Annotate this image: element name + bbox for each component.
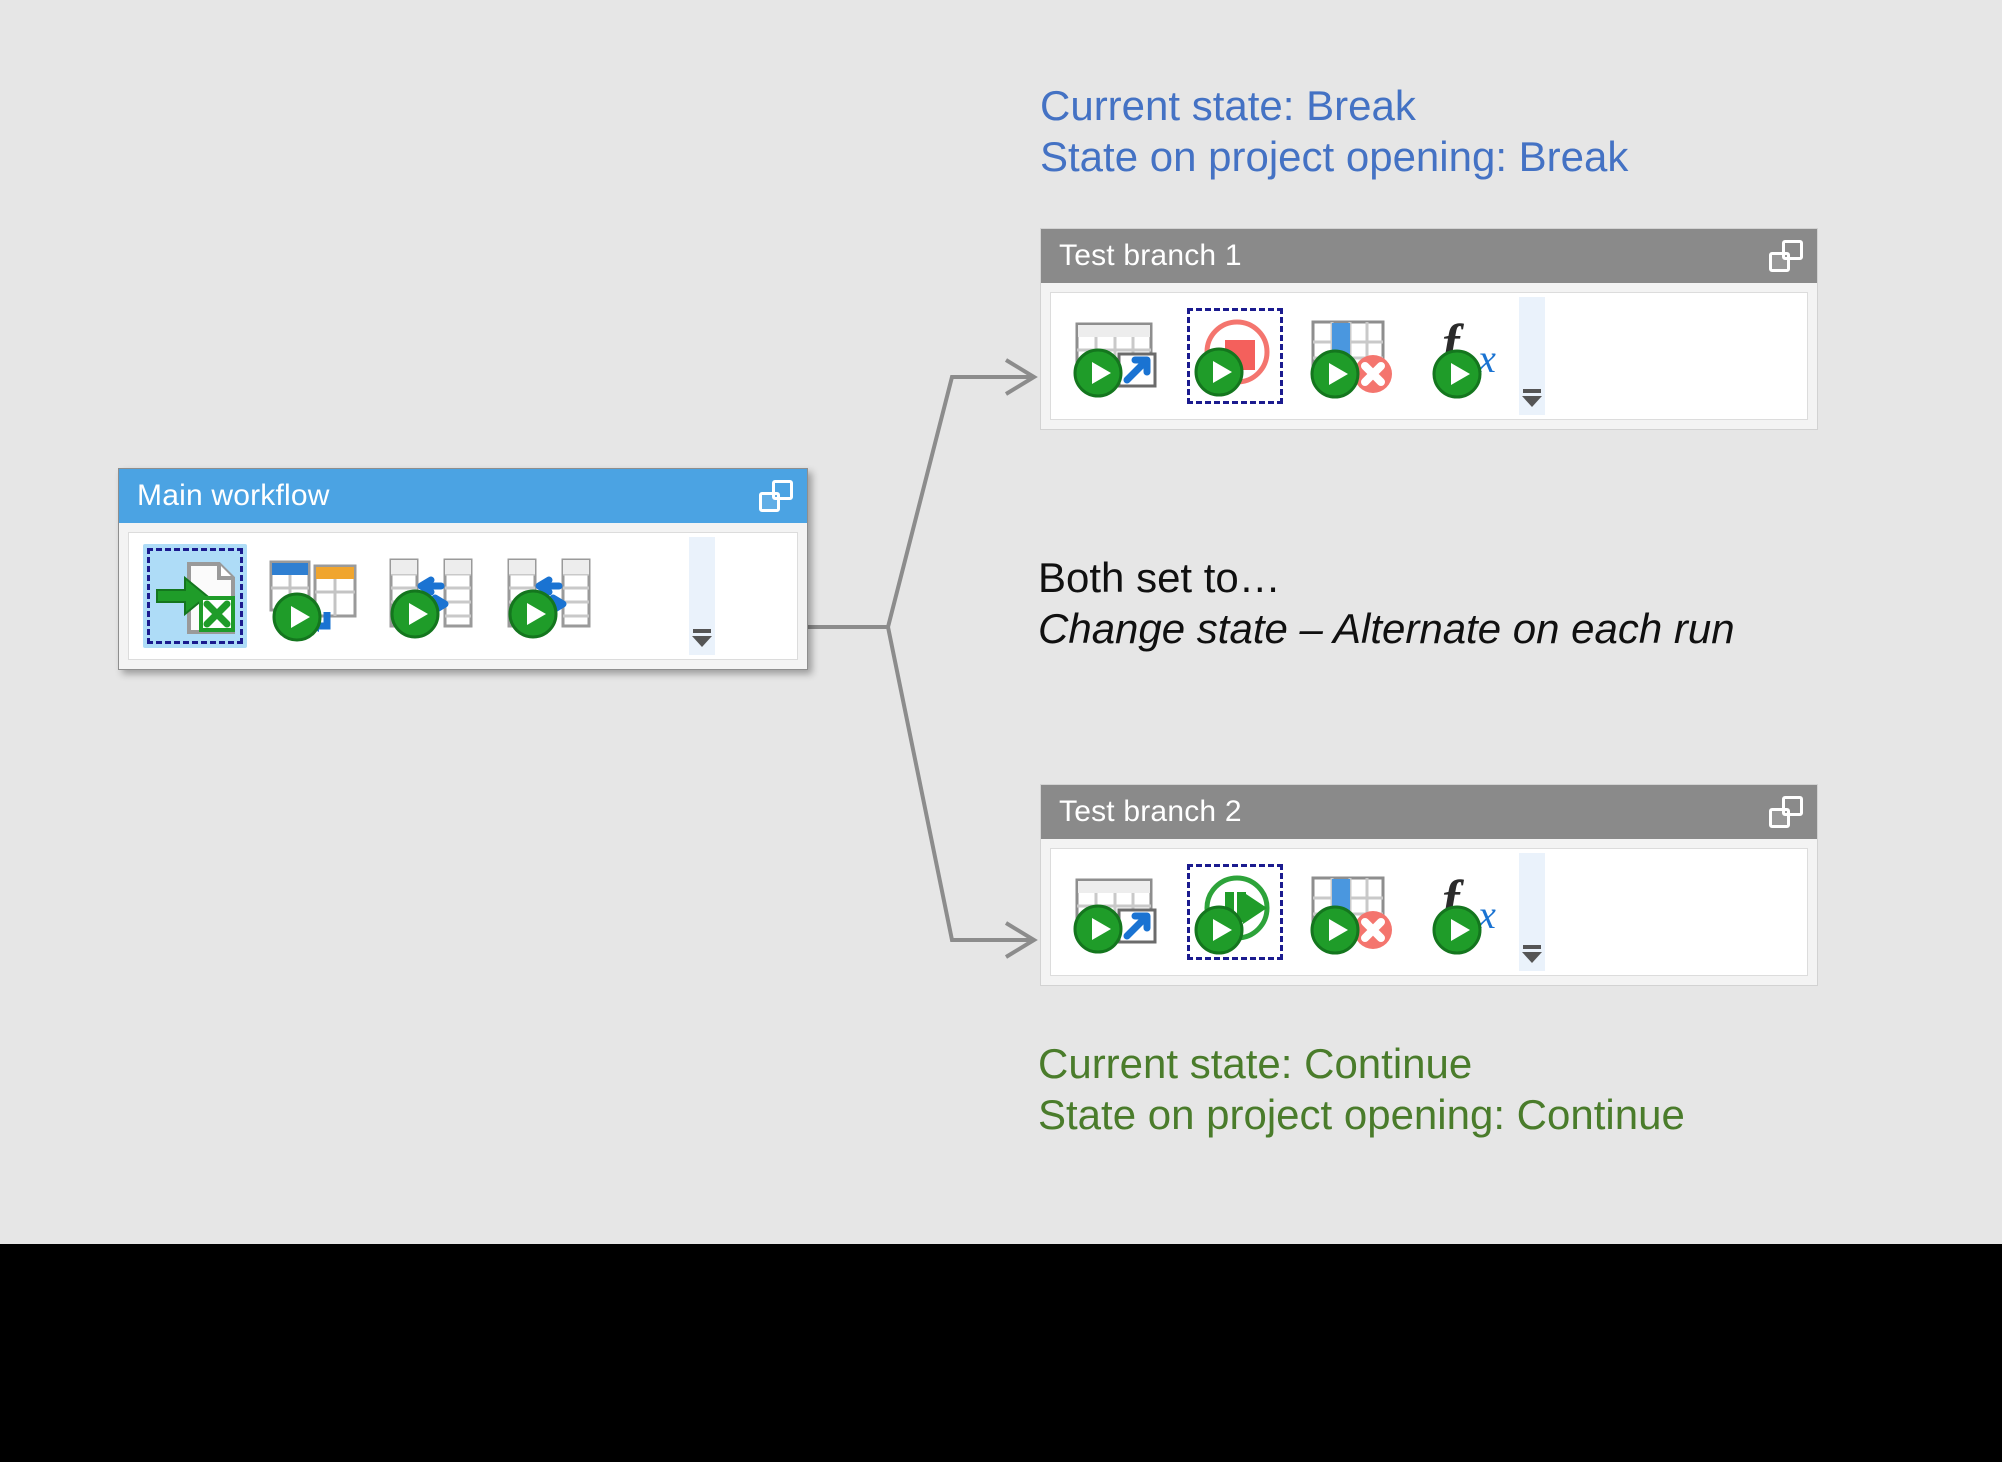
import-excel-file-icon[interactable]	[143, 544, 247, 648]
toolstrip-divider	[1519, 297, 1545, 415]
main-workflow-title: Main workflow	[137, 479, 330, 512]
panel-test-branch-1[interactable]: Test branch 1	[1040, 228, 1818, 430]
change-state-alternate-text: Change state – Alternate on each run	[1038, 605, 1735, 653]
slide-surface: Current state: Break State on project op…	[0, 0, 2002, 1244]
arrowhead-upper	[1004, 358, 1038, 396]
annotation-both-set-to: Both set to… Change state – Alternate on…	[1038, 552, 1735, 654]
toolstrip-divider	[1519, 853, 1545, 971]
overflow-chevron-icon[interactable]	[691, 629, 713, 647]
main-workflow-titlebar[interactable]: Main workflow	[119, 469, 807, 523]
panel-main-workflow[interactable]: Main workflow	[118, 468, 808, 670]
move-column-icon-1[interactable]	[379, 544, 483, 648]
test-branch-1-titlebar[interactable]: Test branch 1	[1041, 229, 1817, 283]
test-branch-2-toolstrip: f x	[1050, 848, 1808, 976]
annotation-continue-state: Current state: Continue State on project…	[1038, 1038, 1685, 1140]
both-set-to-text: Both set to…	[1038, 554, 1281, 601]
continue-opening-state-text: State on project opening: Continue	[1038, 1091, 1685, 1139]
test-branch-1-body: f x	[1041, 283, 1817, 429]
test-branch-1-toolstrip: f x	[1050, 292, 1808, 420]
overflow-chevron-icon[interactable]	[1521, 945, 1543, 963]
restore-window-icon[interactable]	[1769, 240, 1803, 272]
arrowhead-lower	[1004, 921, 1038, 959]
break-opening-state-text: State on project opening: Break	[1040, 133, 1629, 181]
change-state-continue-icon[interactable]	[1183, 860, 1287, 964]
delete-column-icon[interactable]	[1301, 860, 1405, 964]
merge-tables-icon[interactable]	[261, 544, 365, 648]
test-branch-2-body: f x	[1041, 839, 1817, 985]
svg-text:x: x	[1477, 336, 1496, 381]
formula-fx-icon[interactable]: f x	[1419, 860, 1523, 964]
svg-text:x: x	[1477, 892, 1496, 937]
export-table-icon[interactable]	[1065, 860, 1169, 964]
break-current-state-text: Current state: Break	[1040, 82, 1416, 129]
restore-window-icon[interactable]	[1769, 796, 1803, 828]
panel-test-branch-2[interactable]: Test branch 2	[1040, 784, 1818, 986]
annotation-break-state: Current state: Break State on project op…	[1040, 80, 1628, 182]
test-branch-2-titlebar[interactable]: Test branch 2	[1041, 785, 1817, 839]
restore-window-icon[interactable]	[759, 480, 793, 512]
formula-fx-icon[interactable]: f x	[1419, 304, 1523, 408]
continue-current-state-text: Current state: Continue	[1038, 1040, 1473, 1087]
export-table-icon[interactable]	[1065, 304, 1169, 408]
main-workflow-body	[119, 523, 807, 669]
main-workflow-toolstrip	[128, 532, 798, 660]
test-branch-2-title: Test branch 2	[1059, 795, 1242, 828]
test-branch-1-title: Test branch 1	[1059, 239, 1242, 272]
move-column-icon-2[interactable]	[497, 544, 601, 648]
overflow-chevron-icon[interactable]	[1521, 389, 1543, 407]
toolstrip-divider	[689, 537, 715, 655]
delete-column-icon[interactable]	[1301, 304, 1405, 408]
change-state-break-icon[interactable]	[1183, 304, 1287, 408]
